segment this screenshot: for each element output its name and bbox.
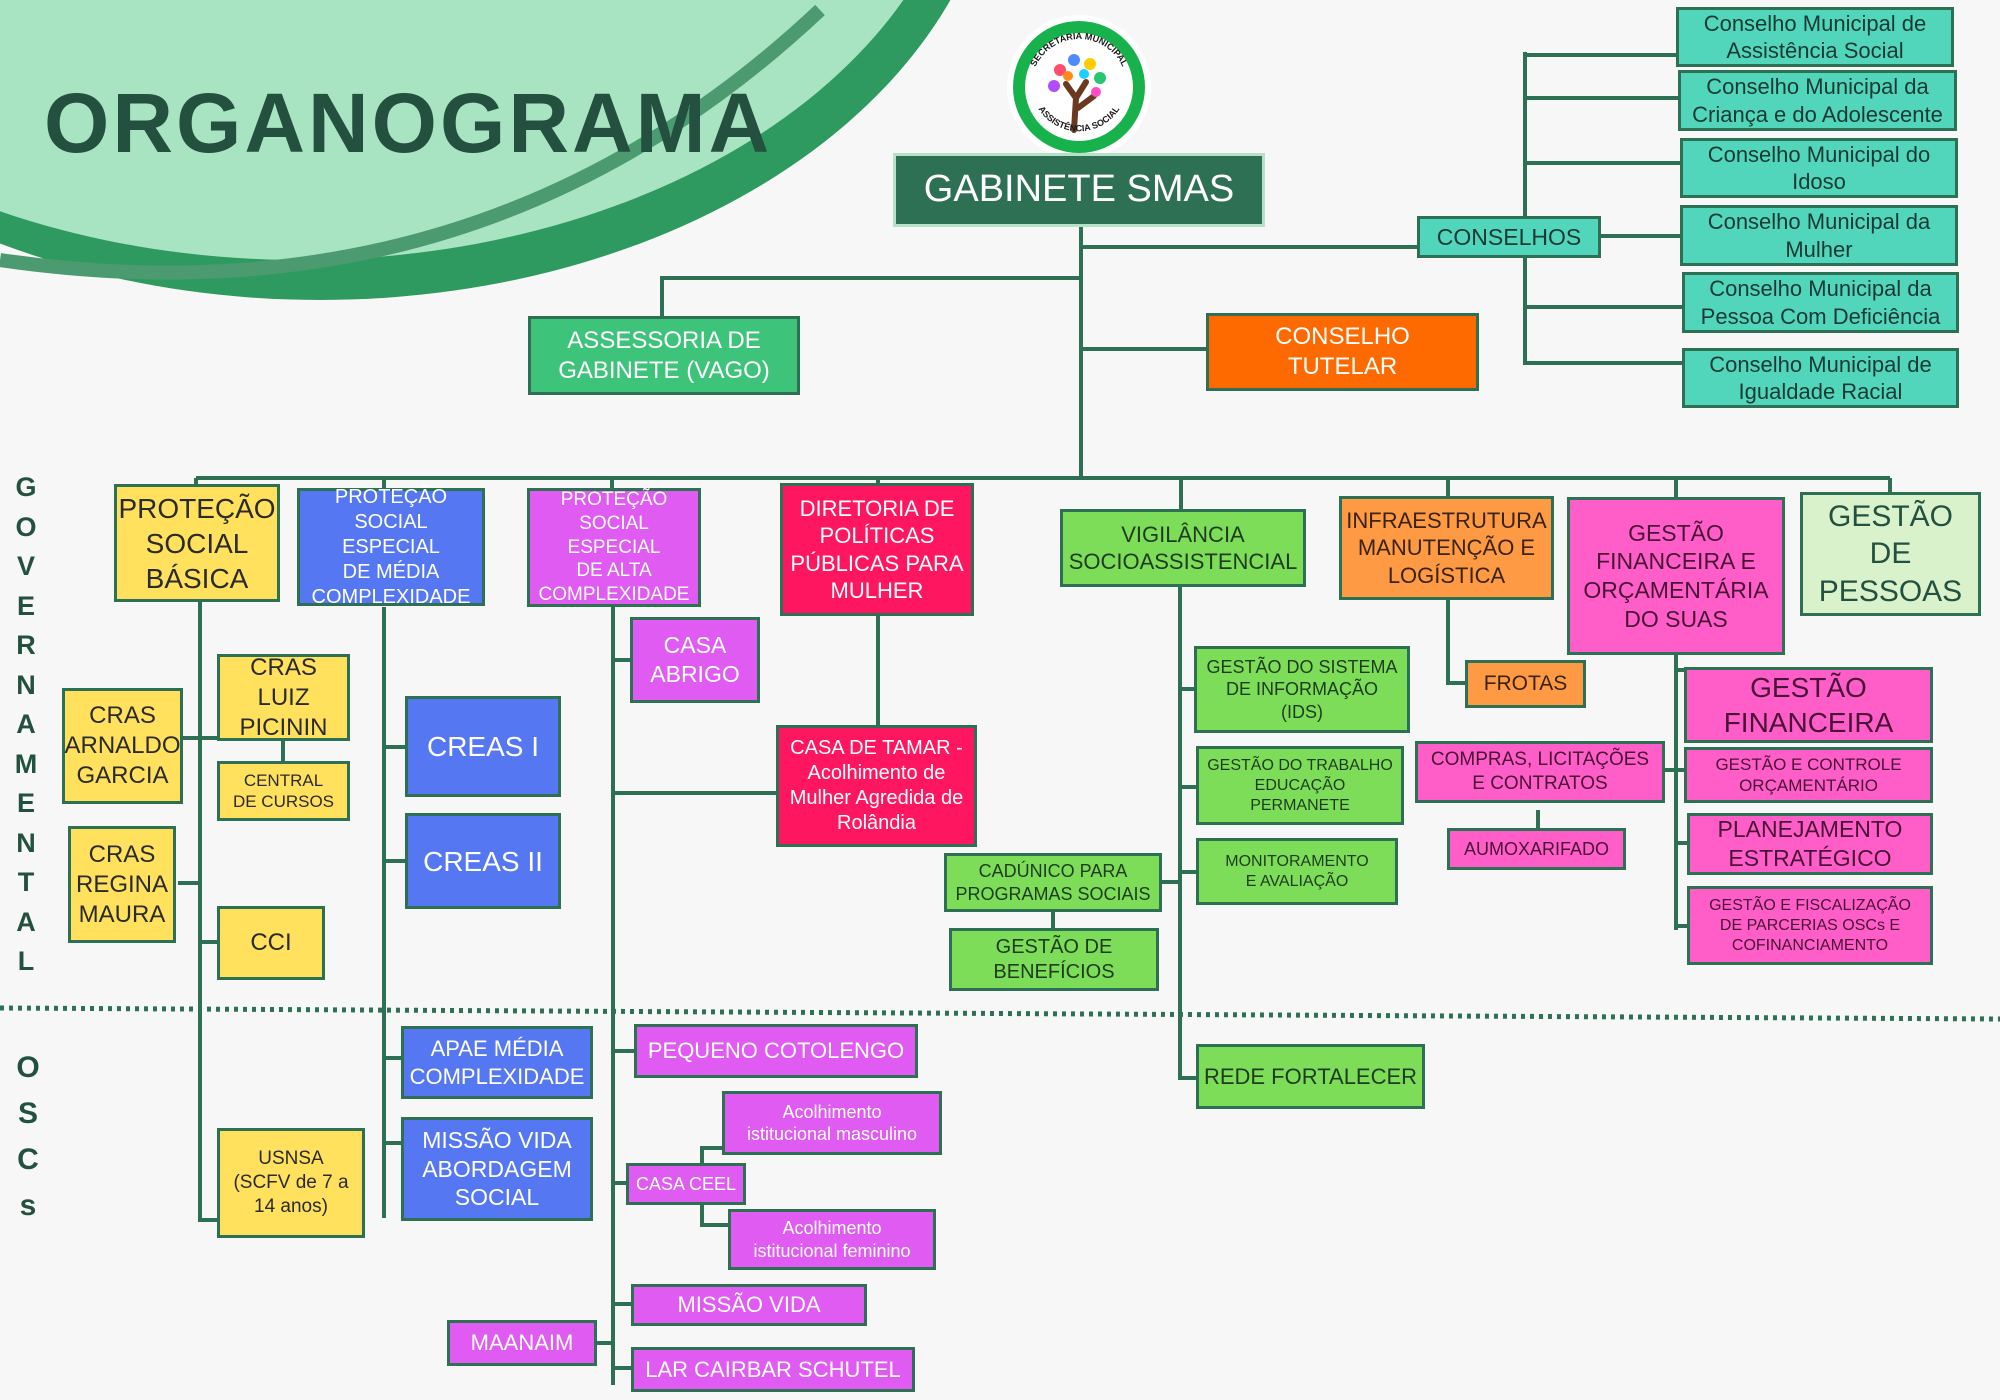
node-gestao-fin-orc[interactable]: GESTÃO FINANCEIRA E ORÇAMENTÁRIA DO SUAS bbox=[1567, 497, 1785, 655]
side-label-governamental: G O V E R N A M E N T A L bbox=[14, 472, 38, 976]
secretaria-logo: SECRETARIA MUNICIPAL ASSISTÊNCIA SOCIAL bbox=[1007, 15, 1151, 159]
node-missao-vida[interactable]: MISSÃO VIDA bbox=[631, 1284, 867, 1326]
node-cm-crianca[interactable]: Conselho Municipal da Criança e do Adole… bbox=[1678, 70, 1957, 131]
node-assessoria[interactable]: ASSESSORIA DE GABINETE (VAGO) bbox=[528, 316, 800, 395]
node-cci[interactable]: CCI bbox=[217, 906, 325, 980]
node-central-cursos[interactable]: CENTRAL DE CURSOS bbox=[217, 761, 350, 821]
node-lar-cairbar[interactable]: LAR CAIRBAR SCHUTEL bbox=[631, 1347, 915, 1392]
node-cras-luiz[interactable]: CRAS LUIZ PICININ bbox=[217, 654, 350, 741]
side-label-oscs: O S C s bbox=[16, 1051, 40, 1222]
node-conselhos[interactable]: CONSELHOS bbox=[1417, 216, 1601, 258]
node-cras-regina[interactable]: CRAS REGINA MAURA bbox=[68, 826, 176, 943]
node-monitoramento[interactable]: MONITORAMENTO E AVALIAÇÃO bbox=[1196, 838, 1398, 905]
node-gestao-controle[interactable]: GESTÃO E CONTROLE ORÇAMENTÁRIO bbox=[1684, 747, 1933, 803]
node-gestao-fiscalizacao[interactable]: GESTÃO E FISCALIZAÇÃO DE PARCERIAS OSCs … bbox=[1687, 886, 1933, 965]
node-gestao-sistema[interactable]: GESTÃO DO SISTEMA DE INFORMAÇÃO (IDS) bbox=[1194, 646, 1410, 733]
node-rede-fortalecer[interactable]: REDE FORTALECER bbox=[1196, 1044, 1425, 1109]
node-pse-alta[interactable]: PROTEÇÃO SOCIAL ESPECIAL DE ALTA COMPLEX… bbox=[527, 488, 701, 607]
node-planejamento[interactable]: PLANEJAMENTO ESTRATÉGICO bbox=[1687, 813, 1933, 875]
node-pse-media[interactable]: PROTEÇÃO SOCIAL ESPECIAL DE MÉDIA COMPLE… bbox=[297, 486, 485, 608]
node-cm-racial[interactable]: Conselho Municipal de Igualdade Racial bbox=[1682, 348, 1959, 408]
node-compras[interactable]: COMPRAS, LICITAÇÕES E CONTRATOS bbox=[1415, 741, 1665, 803]
node-casa-tamar[interactable]: CASA DE TAMAR - Acolhimento de Mulher Ag… bbox=[776, 725, 977, 847]
node-gestao-pessoas[interactable]: GESTÃO DE PESSOAS bbox=[1800, 492, 1981, 616]
node-casa-abrigo[interactable]: CASA ABRIGO bbox=[630, 617, 760, 703]
node-acolhimento-masculino[interactable]: Acolhimento istitucional masculino bbox=[722, 1091, 942, 1155]
node-cm-idoso[interactable]: Conselho Municipal do Idoso bbox=[1680, 138, 1958, 198]
node-diretoria-mulher[interactable]: DIRETORIA DE POLÍTICAS PÚBLICAS PARA MUL… bbox=[780, 483, 974, 616]
node-gestao-financeira[interactable]: GESTÃO FINANCEIRA bbox=[1684, 667, 1933, 743]
node-conselho-tutelar[interactable]: CONSELHO TUTELAR bbox=[1206, 313, 1479, 391]
node-cm-assistencia[interactable]: Conselho Municipal de Assistência Social bbox=[1676, 7, 1954, 67]
node-missao-vida-abordagem[interactable]: MISSÃO VIDA ABORDAGEM SOCIAL bbox=[401, 1117, 593, 1221]
node-cm-mulher[interactable]: Conselho Municipal da Mulher bbox=[1680, 205, 1958, 266]
node-creas-2[interactable]: CREAS II bbox=[405, 813, 561, 909]
node-creas-1[interactable]: CREAS I bbox=[405, 696, 561, 797]
node-apae[interactable]: APAE MÉDIA COMPLEXIDADE bbox=[401, 1026, 593, 1099]
page-title: ORGANOGRAMA bbox=[44, 76, 773, 170]
node-vigilancia[interactable]: VIGILÂNCIA SOCIOASSISTENCIAL bbox=[1060, 509, 1306, 587]
node-maanaim[interactable]: MAANAIM bbox=[447, 1320, 597, 1366]
node-pequeno-cotolengo[interactable]: PEQUENO COTOLENGO bbox=[634, 1024, 918, 1078]
node-gabinete-smas[interactable]: GABINETE SMAS bbox=[893, 153, 1265, 227]
node-cm-pcd[interactable]: Conselho Municipal da Pessoa Com Deficiê… bbox=[1682, 272, 1959, 333]
node-cras-arnaldo[interactable]: CRAS ARNALDO GARCIA bbox=[62, 688, 183, 804]
tree-icon bbox=[1048, 54, 1106, 133]
node-cadunico[interactable]: CADÚNICO PARA PROGRAMAS SOCIAIS bbox=[944, 853, 1162, 912]
node-gestao-beneficios[interactable]: GESTÃO DE BENEFÍCIOS bbox=[949, 928, 1159, 991]
node-acolhimento-feminino[interactable]: Acolhimento istitucional feminino bbox=[728, 1209, 936, 1270]
node-casa-ceel[interactable]: CASA CEEL bbox=[626, 1163, 746, 1205]
node-gestao-trabalho[interactable]: GESTÃO DO TRABALHO EDUCAÇÃO PERMANETE bbox=[1196, 746, 1404, 825]
node-almoxarifado[interactable]: AUMOXARIFADO bbox=[1447, 828, 1626, 870]
node-protecao-basica[interactable]: PROTEÇÃO SOCIAL BÁSICA bbox=[114, 484, 280, 602]
node-frotas[interactable]: FROTAS bbox=[1465, 660, 1586, 708]
node-infraestrutura[interactable]: INFRAESTRUTURA MANUTENÇÃO E LOGÍSTICA bbox=[1339, 496, 1554, 600]
node-usnsa[interactable]: USNSA (SCFV de 7 a 14 anos) bbox=[217, 1128, 365, 1238]
